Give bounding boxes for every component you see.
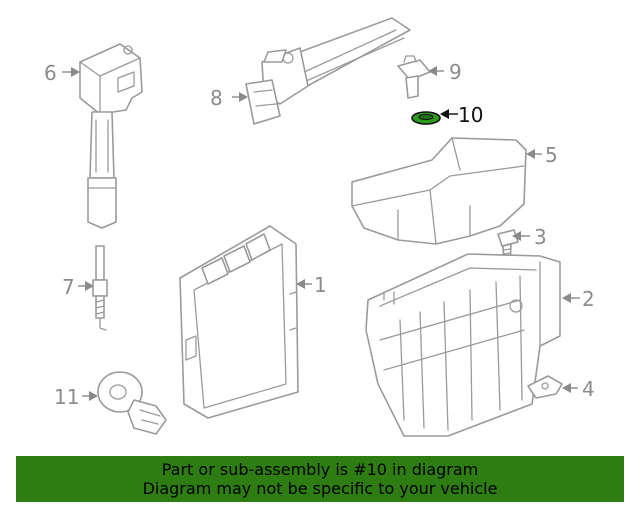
- leader-lines: [62, 66, 580, 401]
- callout-6: 6: [44, 61, 57, 85]
- callout-8: 8: [210, 86, 223, 110]
- part-7-spark-plug: [92, 245, 108, 331]
- banner-line-1: Part or sub-assembly is #10 in diagram: [161, 460, 479, 479]
- part-2-bracket: [365, 253, 561, 437]
- part-10-seal: [411, 111, 441, 125]
- part-11-knock-sensor: [97, 371, 167, 435]
- callout-1: 1: [314, 273, 327, 297]
- part-1-ecu: [179, 225, 299, 419]
- callout-2: 2: [582, 287, 595, 311]
- callout-3: 3: [534, 225, 547, 249]
- part-6-ignition-coil: [79, 43, 143, 229]
- callout-4: 4: [582, 377, 595, 401]
- info-banner: Part or sub-assembly is #10 in diagram D…: [16, 456, 624, 502]
- part-5-cover: [351, 137, 527, 245]
- callout-10: 10: [458, 103, 483, 127]
- parts-diagram: 6 8 9 10 5 3 1 2 7 4 11: [44, 17, 595, 437]
- callout-11: 11: [54, 385, 79, 409]
- callout-7: 7: [62, 275, 75, 299]
- part-8-rail-assembly: [245, 17, 411, 125]
- callout-9: 9: [449, 60, 462, 84]
- callout-5: 5: [545, 143, 558, 167]
- part-9-sensor: [397, 55, 431, 99]
- banner-line-2: Diagram may not be specific to your vehi…: [142, 479, 498, 498]
- part-4-clip: [527, 375, 563, 399]
